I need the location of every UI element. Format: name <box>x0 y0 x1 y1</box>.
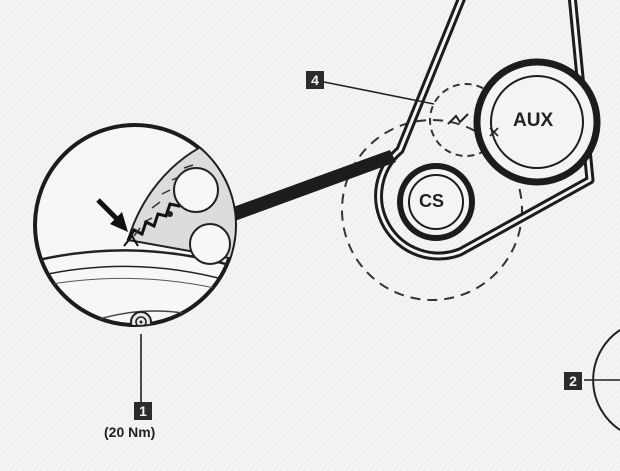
callout-2: 2 <box>564 372 582 390</box>
bolt-icon <box>139 320 143 324</box>
arrow-icon <box>96 198 128 232</box>
callout-1: 1 <box>134 402 152 420</box>
cs-label: CS <box>419 191 445 211</box>
zoom-detail-content <box>35 138 235 325</box>
cs-pulley-inner-rim <box>408 174 464 230</box>
leader-line-4 <box>323 81 435 105</box>
tensioner-mark <box>447 113 469 125</box>
aux-pulley-inner-rim <box>490 75 584 169</box>
tensioner-cross-mark <box>489 127 499 137</box>
aux-label: AUX <box>513 110 554 131</box>
callout-4: 4 <box>306 71 324 89</box>
zoom-connector <box>225 150 396 222</box>
torque-spec: (20 Nm) <box>104 424 156 440</box>
partial-pulley-2 <box>592 329 620 431</box>
cs-pulley <box>397 163 475 241</box>
timing-belt-inner <box>377 0 592 258</box>
dashed-detail-circle-large <box>341 119 523 301</box>
aux-pulley <box>473 58 601 186</box>
